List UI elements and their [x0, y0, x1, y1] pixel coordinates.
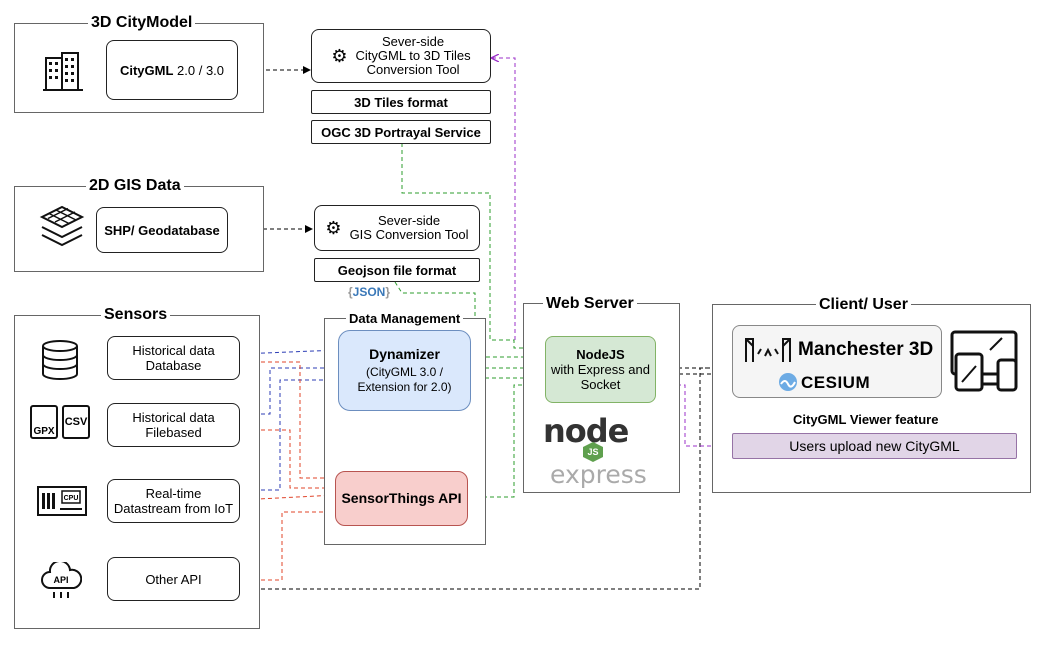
otherapi-to-sensorthings-line: [240, 511, 335, 581]
iot-board-icon: CPU: [37, 486, 87, 516]
ogc-service-bar: OGC 3D Portrayal Service: [311, 120, 491, 144]
cesium-logo: CESIUM: [778, 372, 870, 392]
database-icon: [42, 340, 78, 380]
building-icon: [43, 52, 83, 91]
nodejs-box: NodeJS with Express and Socket: [545, 336, 656, 403]
tiles-format-bar: 3D Tiles format: [311, 90, 491, 114]
histfile-to-sensorthings-line: [240, 429, 335, 489]
shp-box: SHP/ Geodatabase: [96, 207, 228, 253]
gear-icon: ⚙: [325, 218, 342, 238]
svg-text:API: API: [53, 575, 68, 585]
manchester-viewer-box: Manchester 3D CESIUM: [732, 325, 942, 398]
other-api-box: Other API: [107, 557, 240, 601]
gpx-icon: GPX: [30, 405, 58, 439]
node-logo: node JS: [543, 412, 643, 462]
histdb-to-sensorthings-line: [240, 361, 335, 479]
cesium-globe-icon: [779, 373, 797, 391]
dynamizer-box: Dynamizer (CityGML 3.0 / Extension for 2…: [338, 330, 471, 411]
express-logo: express: [550, 460, 647, 489]
devices-icon: [950, 330, 1018, 392]
upload-citygml-box[interactable]: Users upload new CityGML: [732, 433, 1017, 459]
node-to-tiles-line: [492, 58, 516, 340]
city-model-title: 3D CityModel: [88, 14, 196, 32]
data-management-title: Data Management: [346, 310, 464, 328]
layers-icon: [39, 205, 85, 247]
csv-icon: CSV: [62, 405, 90, 439]
sensors-title: Sensors: [101, 306, 171, 324]
client-title: Client/ User: [816, 296, 911, 314]
viewer-feature-label: CityGML Viewer feature: [793, 412, 939, 427]
gear-icon: ⚙: [331, 46, 348, 66]
manchester-title: Manchester 3D: [798, 339, 934, 360]
citygml-box: CityGML 2.0 / 3.0: [106, 40, 238, 100]
js-hexagon-icon: JS: [583, 442, 603, 462]
api-cloud-icon: API: [41, 562, 82, 598]
web-server-title: Web Server: [543, 295, 637, 313]
svg-text:CPU: CPU: [64, 495, 79, 502]
json-badge: {JSON}: [348, 285, 391, 299]
sensorthings-to-node-line: [469, 385, 545, 498]
sensorthings-box: SensorThings API: [335, 471, 468, 526]
manchester-logo-icon: [745, 338, 791, 362]
gis-conversion-tool: ⚙ Sever-side GIS Conversion Tool: [314, 205, 480, 251]
geojson-bar: Geojson file format: [314, 258, 480, 282]
realtime-to-dynamizer-line: [240, 379, 338, 491]
tiles-conversion-tool: ⚙ Sever-side CityGML to 3D Tiles Convers…: [311, 29, 491, 83]
ogc-to-node-line: [401, 143, 545, 348]
gis-title: 2D GIS Data: [86, 177, 184, 195]
geojson-to-node-line: [394, 281, 545, 357]
